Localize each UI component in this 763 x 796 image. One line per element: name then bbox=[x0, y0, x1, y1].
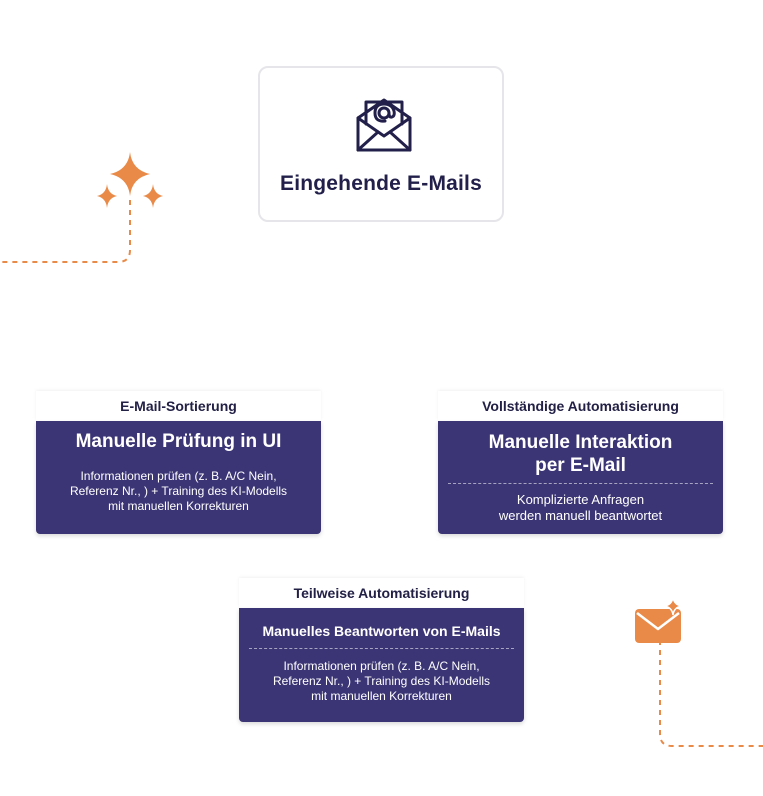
envelope-sparkle-icon bbox=[635, 597, 683, 643]
box-partial-automation-line: Informationen prüfen (z. B. A/C Nein, bbox=[283, 659, 480, 673]
box-email-sorting-line: Informationen prüfen (z. B. A/C Nein, bbox=[80, 469, 277, 483]
box-email-sorting-line: Referenz Nr., ) + Training des KI-Modell… bbox=[69, 484, 288, 498]
box-email-sorting: E-Mail-Sortierung Manuelle Prüfung in UI… bbox=[36, 391, 321, 534]
box-email-sorting-title: Manuelle Prüfung in UI bbox=[75, 431, 282, 452]
dashed-connector-left bbox=[0, 200, 131, 263]
box-email-sorting-header: E-Mail-Sortierung bbox=[36, 391, 321, 421]
box-full-automation: Vollständige Automatisierung Manuelle In… bbox=[438, 391, 723, 534]
box-partial-automation-body: Manuelles Beantworten von E-Mails Inform… bbox=[239, 608, 524, 722]
box-full-automation-title-line: per E-Mail bbox=[535, 455, 626, 476]
dashed-divider bbox=[448, 483, 713, 484]
box-full-automation-body: Manuelle Interaktion per E-Mail Komplizi… bbox=[438, 421, 723, 534]
envelope-at-icon bbox=[356, 98, 412, 152]
box-partial-automation-header: Teilweise Automatisierung bbox=[239, 578, 524, 608]
box-partial-automation-line: mit manuellen Korrekturen bbox=[311, 689, 452, 703]
box-email-sorting-line: mit manuellen Korrekturen bbox=[108, 499, 249, 513]
box-full-automation-title-line: Manuelle Interaktion bbox=[488, 432, 673, 453]
box-partial-automation-line: Referenz Nr., ) + Training des KI-Modell… bbox=[272, 674, 491, 688]
dashed-connector-right bbox=[659, 640, 763, 747]
box-full-automation-line: Komplizierte Anfragen bbox=[516, 492, 645, 507]
dashed-divider bbox=[249, 648, 514, 649]
box-full-automation-title: Manuelle Interaktion per E-Mail bbox=[438, 431, 723, 477]
box-partial-automation-title: Manuelles Beantworten von E-Mails bbox=[262, 623, 501, 639]
box-full-automation-header: Vollständige Automatisierung bbox=[438, 391, 723, 421]
box-email-sorting-body: Manuelle Prüfung in UI Informationen prü… bbox=[36, 421, 321, 534]
incoming-emails-card: Eingehende E-Mails bbox=[258, 66, 504, 222]
incoming-emails-title: Eingehende E-Mails bbox=[280, 172, 482, 195]
box-full-automation-line: werden manuell beantwortet bbox=[498, 508, 663, 523]
sparkle-icon bbox=[97, 152, 163, 208]
box-partial-automation: Teilweise Automatisierung Manuelles Bean… bbox=[239, 578, 524, 722]
